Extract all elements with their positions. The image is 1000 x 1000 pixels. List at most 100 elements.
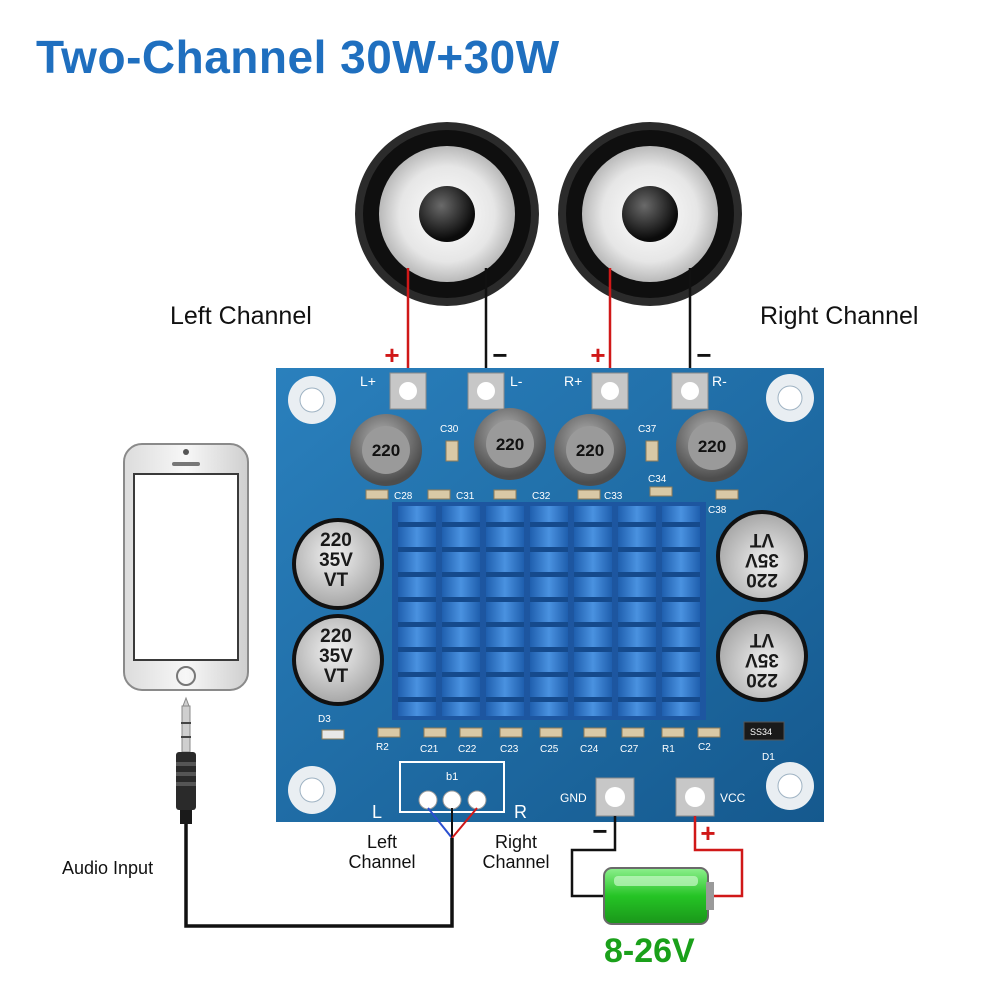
heatsink-fin [530,506,568,716]
heatsink-fin [398,506,436,716]
input-pin-right-label: R [514,802,527,822]
input-wires [184,807,478,928]
power-wires [570,816,744,898]
heatsink-fin [618,506,656,716]
svg-text:VT: VT [749,629,774,650]
svg-text:35V: 35V [745,649,779,670]
smd-components [321,440,785,741]
inductor-value: 220 [372,441,400,460]
inductor-value: 220 [698,437,726,456]
heatsink-slot [574,522,612,527]
electrolytic-capacitors: 220 35V VT 220 35V VT 220 35V VT [292,510,808,706]
label-r1: R1 [662,744,675,755]
heatsink-slot [618,547,656,552]
minus-sign: − [696,340,711,370]
heatsink-slot [398,647,436,652]
plus-sign: + [384,340,399,370]
minus-sign: − [592,816,607,846]
heatsink-slot [530,647,568,652]
svg-text:35V: 35V [319,550,353,571]
label-c22: C22 [458,744,477,755]
mounting-holes [288,374,814,814]
label-c30: C30 [440,424,459,435]
input-right-channel-label: Right Channel [482,832,550,872]
heatsink-slot [574,597,612,602]
heatsink-slot [530,572,568,577]
left-channel-label: Left Channel [170,302,312,330]
vcc-label: VCC [720,791,746,805]
heatsink-slot [574,622,612,627]
heatsink-slot [486,672,524,677]
heatsink-slot [574,547,612,552]
label-c23: C23 [500,744,519,755]
heatsink-slot [442,597,480,602]
label-c31: C31 [456,491,475,502]
heatsink-slot [442,697,480,702]
heatsink-slot [574,647,612,652]
heatsink-slot [618,647,656,652]
svg-text:220: 220 [320,530,352,551]
capacitor: 220 35V VT [292,518,384,610]
heatsink-slot [618,597,656,602]
heatsink-slot [662,647,700,652]
heatsink-slot [398,597,436,602]
heatsink-slot [662,572,700,577]
heatsink-slot [662,522,700,527]
left-speaker-icon [355,122,539,306]
terminal-label-r-plus: R+ [564,373,582,389]
label-c37: C37 [638,424,657,435]
terminal-label-r-minus: R- [712,373,727,389]
label-d3: D3 [318,714,331,725]
heatsink-slot [530,672,568,677]
heatsink-slot [574,697,612,702]
label-c34: C34 [648,474,667,485]
label-ss34: SS34 [750,727,772,737]
input-pin-left-label: L [372,802,382,822]
heatsink-slot [618,572,656,577]
heatsink-fin [662,506,700,716]
heatsink-slot [486,522,524,527]
capacitor: 220 35V VT [292,614,384,706]
terminal-label-l-minus: L- [510,373,523,389]
heatsink-slot [486,597,524,602]
capacitor: 220 35V VT [716,510,808,602]
heatsink-fin [574,506,612,716]
heatsink-slot [530,547,568,552]
heatsink-fin [442,506,480,716]
inductor-value: 220 [496,435,524,454]
inductor-value: 220 [576,441,604,460]
right-channel-label: Right Channel [760,302,919,330]
svg-text:VT: VT [749,529,774,550]
svg-text:220: 220 [746,569,778,590]
heatsink [392,502,706,720]
heatsink-slot [486,572,524,577]
label-c28: C28 [394,491,413,502]
heatsink-slot [530,522,568,527]
right-speaker-icon [558,122,742,306]
capacitor: 220 35V VT [716,610,808,702]
inductors: 220 220 220 220 [350,408,748,486]
label-c21: C21 [420,744,439,755]
heatsink-slot [574,572,612,577]
voltage-label: 8-26V [604,932,695,970]
heatsink-slot [442,572,480,577]
plus-sign: + [700,818,715,848]
heatsink-slot [486,547,524,552]
heatsink-slot [530,597,568,602]
svg-text:VT: VT [324,666,349,687]
gnd-label: GND [560,791,587,805]
heatsink-slot [398,672,436,677]
heatsink-slot [398,572,436,577]
amplifier-board: L+ L- R+ R- 220 220 220 220 [276,368,824,822]
input-left-channel-label: Left Channel [348,832,416,872]
output-terminals [389,372,709,410]
heatsink-slot [618,522,656,527]
heatsink-slot [442,647,480,652]
heatsink-slot [662,697,700,702]
heatsink-slot [486,647,524,652]
plus-sign: + [590,340,605,370]
heatsink-slot [398,547,436,552]
heatsink-slot [486,622,524,627]
